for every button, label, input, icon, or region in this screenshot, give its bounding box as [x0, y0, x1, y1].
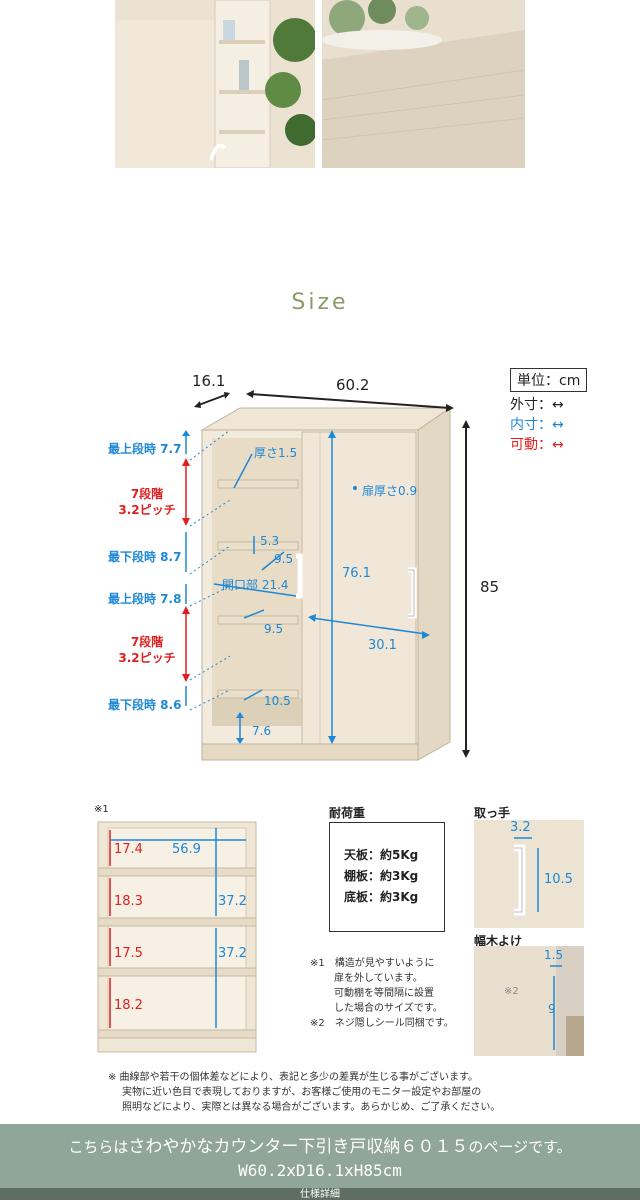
top-shelf-bottom-label: 最下段時 8.7: [108, 550, 182, 564]
note-line: ※1 構造が見やすいように: [310, 958, 435, 969]
baseboard-d9: 9: [548, 1002, 556, 1016]
front-view-drawing: [97, 821, 257, 1053]
height-dimension: 85: [480, 578, 500, 596]
load-row-shelf: 棚板：約3Kg: [344, 869, 419, 883]
dim-5-3: 5.3: [260, 534, 280, 548]
door-width-30-1: 30.1: [368, 638, 397, 653]
load-title: 耐荷重: [329, 806, 366, 820]
baseboard-photo: [474, 946, 584, 1056]
lower-shelf-top-label: 最上段時 7.8: [108, 592, 182, 606]
detail1-h182: 18.2: [114, 998, 143, 1013]
disclaimer-line: 実物に近い色目で表現しておりますが、お客様ご使用のモニター設定やお部屋の: [122, 1087, 482, 1098]
disclaimer-line: ※ 曲線部や若干の個体差などにより、表記と多少の差異が生じる事がございます。: [108, 1072, 478, 1083]
board-thickness-label: 厚さ1.5: [254, 446, 298, 460]
detail1-h372b: 37.2: [218, 946, 247, 961]
disclaimer-line: 照明などにより、実際とは異なる場合がございます。あらかじめ、ご了承ください。: [122, 1102, 501, 1113]
baseboard-d15: 1.5: [544, 948, 564, 962]
inner-height-76-1: 76.1: [342, 566, 371, 581]
width-dimension: 60.2: [336, 376, 370, 394]
disclaimer: ※ 曲線部や若干の個体差などにより、表記と多少の差異が生じる事がございます。 実…: [108, 1070, 500, 1115]
steps-label-lower: 7段階 3.2ピッチ: [112, 634, 182, 666]
spec-tab[interactable]: 仕様詳細: [0, 1188, 640, 1200]
detail1-h183: 18.3: [114, 894, 143, 909]
unit-label: 単位：cm: [510, 368, 588, 392]
detail1-mark: ※1: [94, 804, 109, 815]
load-row-bottom: 底板：約3Kg: [344, 890, 419, 904]
lower-shelf-bottom-label: 最下段時 8.6: [108, 698, 182, 712]
note-line: 扉を外しています。: [334, 973, 423, 984]
banner-post: のページです。: [468, 1138, 572, 1156]
banner-pre: こちらは: [68, 1138, 129, 1156]
product-photo-shelf: [115, 0, 315, 168]
movable-arrow-icon: ↔: [552, 437, 564, 453]
outer-arrow-icon: ↔: [552, 397, 564, 413]
detail1-h175: 17.5: [114, 946, 143, 961]
note-line: ※2 ネジ隠しシール同梱です。: [310, 1018, 454, 1029]
dim-9-5-lower: 9.5: [264, 622, 284, 636]
detail1-h372a: 37.2: [218, 894, 247, 909]
banner-product-name: さわやかなカウンター下引き戸収納６０１５: [128, 1137, 469, 1157]
detail1-h174: 17.4: [114, 842, 143, 857]
legend-movable: 可動：: [510, 437, 552, 453]
load-box: 天板：約5Kg 棚板：約3Kg 底板：約3Kg: [329, 822, 445, 932]
notes: ※1 構造が見やすいように 扉を外しています。 可動棚を等間隔に設置 した場合の…: [310, 956, 454, 1031]
product-photo-wood-texture: [322, 0, 525, 168]
handle-photo: [474, 820, 584, 928]
note-line: した場合のサイズです。: [334, 1003, 443, 1014]
baseboard-title: 幅木よけ: [474, 934, 523, 948]
baseboard-mark: ※2: [504, 986, 519, 997]
depth-dimension: 16.1: [192, 372, 226, 390]
inner-arrow-icon: ↔: [552, 417, 564, 433]
steps-label-lower-a: 7段階: [130, 635, 164, 649]
detail1-w569: 56.9: [172, 842, 201, 857]
steps-label-upper-b: 3.2ピッチ: [118, 503, 176, 517]
product-page-banner: こちらはさわやかなカウンター下引き戸収納６０１５のページです。 W60.2xD1…: [0, 1124, 640, 1190]
legend-inner: 内寸：: [510, 417, 552, 433]
top-shelf-top-label: 最上段時 7.7: [108, 442, 182, 456]
load-row-top: 天板：約5Kg: [344, 848, 419, 862]
dim-10-5: 10.5: [264, 694, 291, 708]
section-title: Size: [291, 290, 349, 315]
cabinet-dimension-drawing: [182, 390, 470, 761]
door-thickness-label: 扉厚さ0.9: [362, 484, 418, 498]
opening-label: 開口部 21.4: [222, 578, 289, 592]
legend-outer: 外寸：: [510, 397, 552, 413]
banner-dimensions: W60.2xD16.1xH85cm: [238, 1161, 402, 1180]
steps-label-lower-b: 3.2ピッチ: [118, 651, 176, 665]
steps-label-upper-a: 7段階: [130, 487, 164, 501]
handle-d32: 3.2: [510, 820, 531, 835]
handle-d105: 10.5: [544, 872, 573, 887]
legend: 単位：cm 外寸：↔ 内寸：↔ 可動：↔: [510, 368, 606, 454]
steps-label-upper: 7段階 3.2ピッチ: [112, 486, 182, 518]
dim-9-5-upper: 9.5: [274, 552, 294, 566]
handle-title: 取っ手: [474, 806, 511, 820]
note-line: 可動棚を等間隔に設置: [334, 988, 434, 999]
dim-7-6: 7.6: [252, 724, 272, 738]
